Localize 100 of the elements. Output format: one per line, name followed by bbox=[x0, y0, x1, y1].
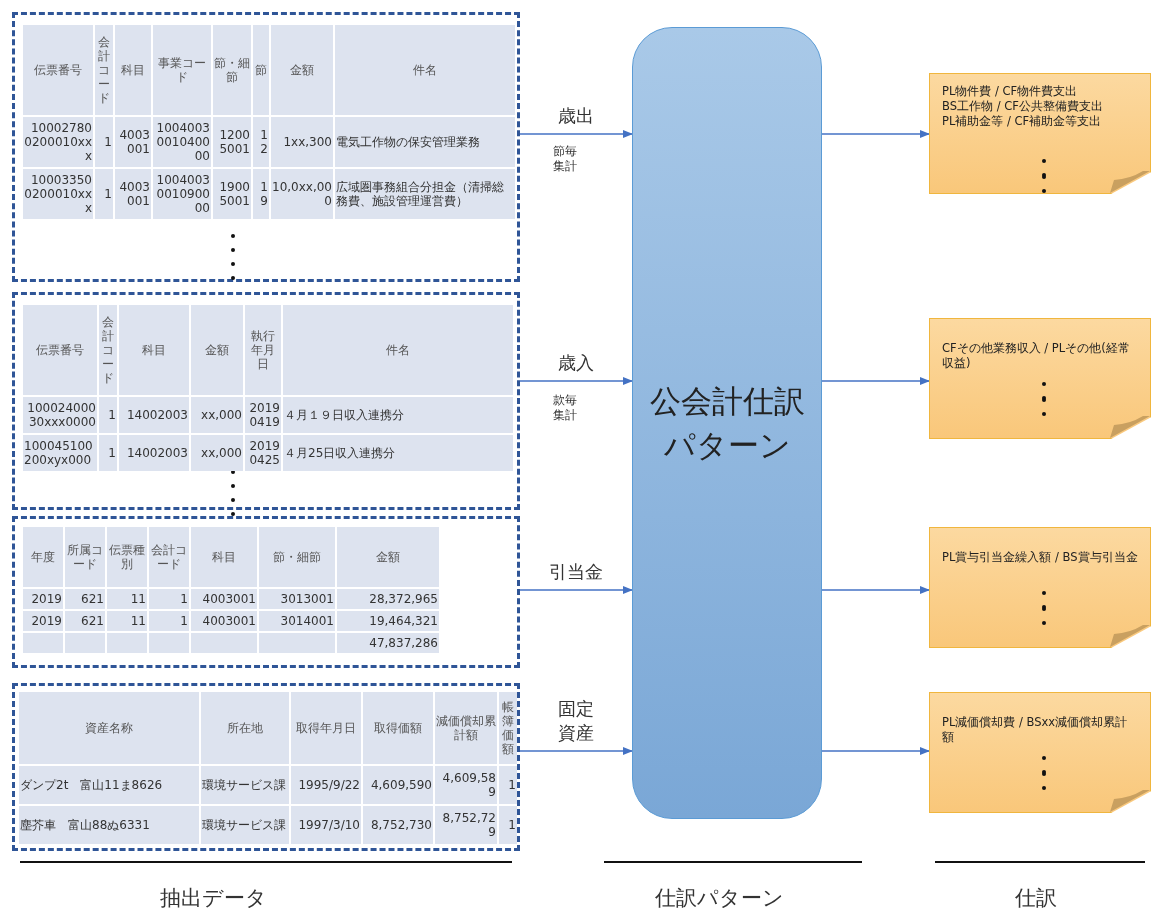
section-caption: 仕訳 bbox=[1015, 885, 1057, 912]
table-cell: 1995/9/22 bbox=[291, 766, 361, 804]
table-cell: 47,837,286 bbox=[337, 633, 439, 653]
arrow bbox=[821, 747, 930, 755]
table-header-cell: 帳簿価額 bbox=[499, 692, 517, 764]
section-caption: 抽出データ bbox=[160, 885, 267, 912]
table-cell: 11 bbox=[107, 611, 147, 631]
table-cell: 1 bbox=[499, 766, 517, 804]
table-cell: 100027800200010xxx bbox=[23, 117, 93, 167]
table-cell: 3013001 bbox=[259, 589, 335, 609]
table-cell: 12 bbox=[253, 117, 269, 167]
arrow bbox=[821, 377, 930, 385]
note-text: 款毎集計 bbox=[552, 393, 578, 423]
table-cell: xx,000 bbox=[191, 397, 243, 433]
table-cell: 10002400030xxx0000 bbox=[23, 397, 97, 433]
note-text: BS工作物 / CF公共整備費支出 bbox=[942, 99, 1104, 114]
table-cell: 8,752,729 bbox=[435, 806, 497, 844]
table-cell: 電気工作物の保安管理業務 bbox=[335, 117, 515, 167]
table-header-cell: 年度 bbox=[23, 527, 63, 587]
table-cell: 環境サービス課 bbox=[201, 766, 289, 804]
table-cell: 1 bbox=[95, 169, 113, 219]
table-header-cell: 伝票種別 bbox=[107, 527, 147, 587]
table-cell: 環境サービス課 bbox=[201, 806, 289, 844]
table-cell: 4003001 bbox=[115, 169, 151, 219]
table-cell: 4,609,590 bbox=[363, 766, 433, 804]
table-header-cell: 所属コード bbox=[65, 527, 105, 587]
table-header-cell: 減価償却累計額 bbox=[435, 692, 497, 764]
sticky-note bbox=[929, 692, 1151, 813]
table-header-cell: 節 bbox=[253, 25, 269, 115]
table-cell: 621 bbox=[65, 589, 105, 609]
sticky-note bbox=[929, 527, 1151, 648]
table-header-cell: 件名 bbox=[335, 25, 515, 115]
table-cell: 4003001 bbox=[191, 589, 257, 609]
dashed-frame bbox=[12, 683, 520, 851]
sticky-note bbox=[929, 318, 1151, 439]
note-text: PL物件費 / CF物件費支出 bbox=[942, 84, 1079, 99]
table-cell: 621 bbox=[65, 611, 105, 631]
box-label: 公会計仕訳パターン bbox=[648, 382, 806, 465]
table-cell: 11 bbox=[107, 589, 147, 609]
table-cell: 14002003 bbox=[119, 397, 189, 433]
table-cell: 4,609,589 bbox=[435, 766, 497, 804]
table-cell: 14002003 bbox=[119, 435, 189, 471]
table-header-cell: 科目 bbox=[115, 25, 151, 115]
table-cell: 20190425 bbox=[245, 435, 281, 471]
edge-label: 歳入 bbox=[557, 351, 595, 375]
note-text: CFその他業務収入 / PLその他(経常収益) bbox=[942, 341, 1131, 371]
sticky-note bbox=[929, 73, 1151, 194]
table-cell: 広域圏事務組合分担金（清掃総務費、施設管理運営費） bbox=[335, 169, 515, 219]
table-cell: xx,000 bbox=[191, 435, 243, 471]
arrow bbox=[519, 586, 633, 594]
note-text: PL減価償却費 / BSxx減価償却累計額 bbox=[942, 715, 1129, 745]
table-header-cell: 会計コード bbox=[99, 305, 117, 395]
table-cell: 2019 bbox=[23, 589, 63, 609]
table-cell: ４月25日収入連携分 bbox=[283, 435, 513, 471]
table-header-cell: 資産名称 bbox=[19, 692, 199, 764]
arrow bbox=[519, 130, 633, 138]
table-cell: 100033500200010xxx bbox=[23, 169, 93, 219]
table-cell: 28,372,965 bbox=[337, 589, 439, 609]
table-cell: 1 bbox=[149, 589, 189, 609]
table-cell: 20190419 bbox=[245, 397, 281, 433]
arrow bbox=[821, 586, 930, 594]
table-cell: 1004003001040000 bbox=[153, 117, 211, 167]
table-cell: 1004003001090000 bbox=[153, 169, 211, 219]
table-cell: 1 bbox=[99, 397, 117, 433]
table-header-cell: 会計コード bbox=[149, 527, 189, 587]
table-cell: 100045100200xyx000 bbox=[23, 435, 97, 471]
table-header-cell: 事業コード bbox=[153, 25, 211, 115]
table-header-cell: 科目 bbox=[191, 527, 257, 587]
table-header-cell: 所在地 bbox=[201, 692, 289, 764]
table-header-cell: 節・細節 bbox=[213, 25, 251, 115]
table-cell: 19,464,321 bbox=[337, 611, 439, 631]
arrow bbox=[519, 747, 633, 755]
table-header-cell: 取得年月日 bbox=[291, 692, 361, 764]
table-header-cell: 伝票番号 bbox=[23, 305, 97, 395]
table-header-cell: 伝票番号 bbox=[23, 25, 93, 115]
table-cell: 19 bbox=[253, 169, 269, 219]
dashed-frame bbox=[12, 12, 520, 282]
table-cell: 1 bbox=[95, 117, 113, 167]
edge-label: 固定資産 bbox=[557, 697, 595, 745]
rounded-process-box bbox=[632, 27, 822, 819]
table-cell: ４月１９日収入連携分 bbox=[283, 397, 513, 433]
table-header-cell: 件名 bbox=[283, 305, 513, 395]
table-cell: 10,0xx,000 bbox=[271, 169, 333, 219]
table-cell: 12005001 bbox=[213, 117, 251, 167]
table-cell: 3014001 bbox=[259, 611, 335, 631]
edge-label: 歳出 bbox=[557, 104, 595, 128]
table-cell: 19005001 bbox=[213, 169, 251, 219]
table-cell: 2019 bbox=[23, 611, 63, 631]
table-cell: ダンプ2t 富山11ま8626 bbox=[19, 766, 199, 804]
arrow bbox=[821, 130, 930, 138]
table-cell: 1997/3/10 bbox=[291, 806, 361, 844]
arrow bbox=[519, 377, 633, 385]
table-header-cell: 節・細節 bbox=[259, 527, 335, 587]
note-text: 節毎集計 bbox=[552, 144, 578, 174]
table-cell: 1 bbox=[149, 611, 189, 631]
table-cell: 4003001 bbox=[115, 117, 151, 167]
table-cell: 1xx,300 bbox=[271, 117, 333, 167]
table-cell: 8,752,730 bbox=[363, 806, 433, 844]
note-text: PL補助金等 / CF補助金等支出 bbox=[942, 114, 1103, 129]
table-header-cell: 金額 bbox=[191, 305, 243, 395]
